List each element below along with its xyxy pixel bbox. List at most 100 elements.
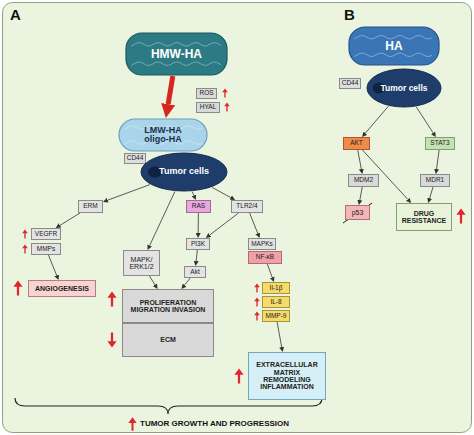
outcome-box: ECM bbox=[122, 323, 214, 357]
increase-arrow bbox=[222, 89, 228, 98]
node-text: p53 bbox=[352, 209, 364, 216]
node-text: MAPK/ ERK1/2 bbox=[126, 256, 157, 271]
node-text: ERM bbox=[83, 203, 97, 210]
cell-body bbox=[141, 153, 227, 191]
receptor-tag: CD44 bbox=[124, 153, 146, 164]
signal-arrow bbox=[267, 264, 272, 277]
increase-arrow bbox=[107, 292, 116, 307]
node-text: Akt bbox=[190, 269, 199, 276]
panel-letter: A bbox=[10, 6, 21, 23]
curly-brace bbox=[15, 398, 322, 414]
tumor-cell: Tumor cells bbox=[366, 68, 442, 108]
process-box: MDM2 bbox=[348, 174, 379, 187]
increase-arrow bbox=[128, 417, 136, 431]
node-text: RAS bbox=[192, 203, 205, 210]
node-text: AKT bbox=[350, 140, 363, 147]
signal-arrow bbox=[150, 276, 155, 285]
node-text: ECM bbox=[160, 336, 176, 343]
cell-body bbox=[367, 69, 441, 107]
process-box: RAS bbox=[186, 200, 211, 213]
process-box: Akt bbox=[184, 266, 206, 278]
increase-arrow bbox=[254, 298, 260, 307]
node-text: STAT3 bbox=[430, 140, 449, 147]
signal-arrow bbox=[60, 213, 80, 225]
node-text: Tumor cells bbox=[380, 84, 427, 93]
node-text: VEGFR bbox=[35, 231, 57, 238]
node-text: MMP-9 bbox=[266, 313, 287, 320]
signal-arrow bbox=[430, 187, 433, 198]
signal-arrow bbox=[437, 150, 440, 169]
polymer-strand bbox=[131, 62, 221, 66]
node-text: ANGIOGENESIS bbox=[35, 285, 89, 292]
polymer-strand bbox=[354, 36, 432, 40]
node-text: MDM2 bbox=[354, 177, 373, 184]
increase-arrow bbox=[234, 369, 243, 384]
node-text: PROLIFERATION MIGRATION INVASION bbox=[127, 299, 209, 314]
process-box: AKT bbox=[343, 137, 370, 150]
outcome-box: DRUG RESISTANCE bbox=[396, 203, 452, 231]
signal-arrow bbox=[358, 150, 362, 169]
process-box: VEGFR bbox=[31, 228, 61, 240]
increase-arrow bbox=[22, 230, 28, 239]
node-text: TLR2/4 bbox=[236, 203, 257, 210]
cytokine-box: Il-1β bbox=[262, 282, 290, 294]
node-text: HMW-HA bbox=[151, 48, 202, 61]
signal-arrow bbox=[365, 106, 388, 133]
process-box: STAT3 bbox=[425, 137, 455, 150]
node-text: NF-κB bbox=[256, 254, 274, 261]
increase-arrow bbox=[224, 103, 230, 112]
polymer-strand bbox=[354, 53, 432, 57]
process-box: NF-κB bbox=[248, 251, 282, 264]
increase-arrow bbox=[254, 284, 260, 293]
lmw-ha-blob: LMW-HA oligo-HA bbox=[118, 118, 208, 152]
increase-arrow bbox=[456, 209, 465, 224]
node-text: MMPs bbox=[37, 246, 55, 253]
increase-arrow bbox=[22, 245, 28, 254]
node-text: EXTRACELLULAR MATRIX REMODELING INFLAMMA… bbox=[251, 361, 323, 390]
cloud-shape bbox=[119, 119, 207, 151]
process-box: PI3K bbox=[186, 238, 210, 250]
signal-arrow bbox=[210, 213, 239, 235]
signal-arrow bbox=[362, 150, 407, 199]
hmw-ha-blob: HMW-HA bbox=[125, 32, 228, 76]
node-text: MDR1 bbox=[426, 177, 444, 184]
signal-arrow bbox=[48, 255, 56, 275]
node-text: MAPKs bbox=[251, 241, 273, 248]
outcome-box: ANGIOGENESIS bbox=[28, 280, 96, 297]
cytokine-box: IL-8 bbox=[262, 296, 290, 308]
process-box: MAPKs bbox=[248, 238, 276, 250]
legend-note: TUMOR GROWTH AND PROGRESSION bbox=[140, 419, 289, 428]
ros-box: ROS bbox=[196, 88, 217, 99]
decrease-arrow bbox=[107, 333, 116, 348]
node-text: CD44 bbox=[127, 155, 144, 162]
cloud-shape bbox=[349, 27, 439, 65]
node-text: CD44 bbox=[342, 80, 359, 87]
receptor-tag: CD44 bbox=[339, 78, 361, 89]
degradation-arrow bbox=[168, 76, 173, 104]
signal-arrow bbox=[192, 192, 194, 196]
ha-blob: HA bbox=[348, 26, 440, 66]
process-box: TLR2/4 bbox=[231, 200, 263, 213]
node-text: DRUG RESISTANCE bbox=[399, 210, 449, 225]
node-text: LMW-HA oligo-HA bbox=[134, 126, 192, 145]
hyal-box: HYAL bbox=[196, 102, 220, 113]
panel-letter: B bbox=[344, 6, 355, 23]
signal-arrow bbox=[416, 107, 433, 133]
cloud-shape bbox=[126, 33, 227, 75]
signal-arrow bbox=[198, 213, 199, 233]
signal-arrow bbox=[212, 187, 231, 197]
strike-line bbox=[343, 203, 372, 223]
panel-background bbox=[3, 3, 472, 433]
signal-arrow bbox=[150, 192, 175, 246]
node-text: ROS bbox=[199, 90, 213, 97]
signal-arrow bbox=[250, 213, 258, 233]
signal-arrow bbox=[360, 187, 362, 200]
node-text: HA bbox=[385, 40, 402, 53]
process-box: MDR1 bbox=[420, 174, 450, 187]
outcome-box: EXTRACELLULAR MATRIX REMODELING INFLAMMA… bbox=[248, 352, 326, 400]
outcome-box: PROLIFERATION MIGRATION INVASION bbox=[122, 289, 214, 323]
signal-arrow bbox=[277, 322, 282, 347]
node-text: IL-8 bbox=[270, 299, 281, 306]
signal-arrow bbox=[185, 278, 191, 285]
process-box: MMPs bbox=[31, 243, 61, 255]
